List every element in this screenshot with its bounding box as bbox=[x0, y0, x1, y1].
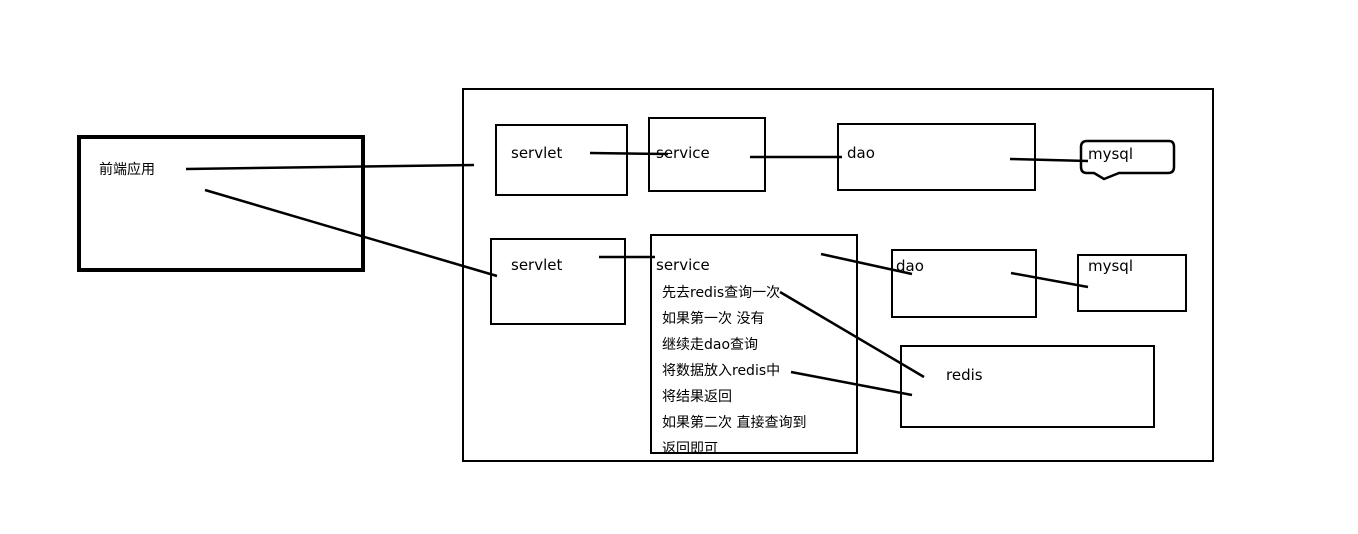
line-servlet1-to-service1 bbox=[589, 151, 669, 156]
note-line: 如果第二次 直接查询到 bbox=[662, 415, 807, 431]
note-line: 将数据放入redis中 bbox=[662, 363, 781, 379]
backend-container bbox=[462, 88, 1214, 462]
frontend-app-box bbox=[77, 135, 365, 272]
line-dao2-to-mysql2 bbox=[1010, 271, 1089, 289]
service-box-1 bbox=[648, 117, 766, 192]
note-line: 先去redis查询一次 bbox=[662, 285, 781, 301]
note-line: 如果第一次 没有 bbox=[662, 311, 765, 327]
service-label-2: service bbox=[656, 256, 710, 274]
mysql-callout-1 bbox=[1079, 139, 1176, 181]
dao-label-1: dao bbox=[847, 144, 875, 162]
servlet-label-1: servlet bbox=[511, 144, 563, 162]
dao-box-2 bbox=[891, 249, 1037, 318]
service-box-2 bbox=[650, 234, 858, 454]
redis-box bbox=[900, 345, 1155, 428]
frontend-app-label: 前端应用 bbox=[99, 162, 155, 178]
redis-label: redis bbox=[946, 366, 983, 384]
note-line: 将结果返回 bbox=[662, 389, 732, 405]
servlet-box-1 bbox=[495, 124, 628, 196]
mysql-box-2 bbox=[1077, 254, 1187, 312]
note-line: 返回即可 bbox=[662, 441, 718, 454]
servlet-label-2: servlet bbox=[511, 256, 563, 274]
service-label-1: service bbox=[656, 144, 710, 162]
line-service2-to-redis-store bbox=[790, 370, 913, 397]
dao-label-2: dao bbox=[896, 257, 924, 275]
mysql-label-2: mysql bbox=[1088, 257, 1133, 275]
note-line: 继续走dao查询 bbox=[662, 337, 759, 353]
mysql-label-1: mysql bbox=[1088, 145, 1133, 163]
mysql-callout-shape bbox=[1079, 139, 1176, 181]
service-notes: 先去redis查询一次 如果第一次 没有 继续走dao查询 将数据放入redis… bbox=[662, 280, 806, 454]
servlet-box-2 bbox=[490, 238, 626, 325]
line-service2-to-dao2 bbox=[820, 252, 913, 276]
dao-box-1 bbox=[837, 123, 1036, 191]
line-frontend-to-servlet2 bbox=[204, 188, 498, 278]
line-dao1-to-mysql1 bbox=[1009, 157, 1089, 163]
line-frontend-to-servlet1 bbox=[185, 163, 475, 171]
